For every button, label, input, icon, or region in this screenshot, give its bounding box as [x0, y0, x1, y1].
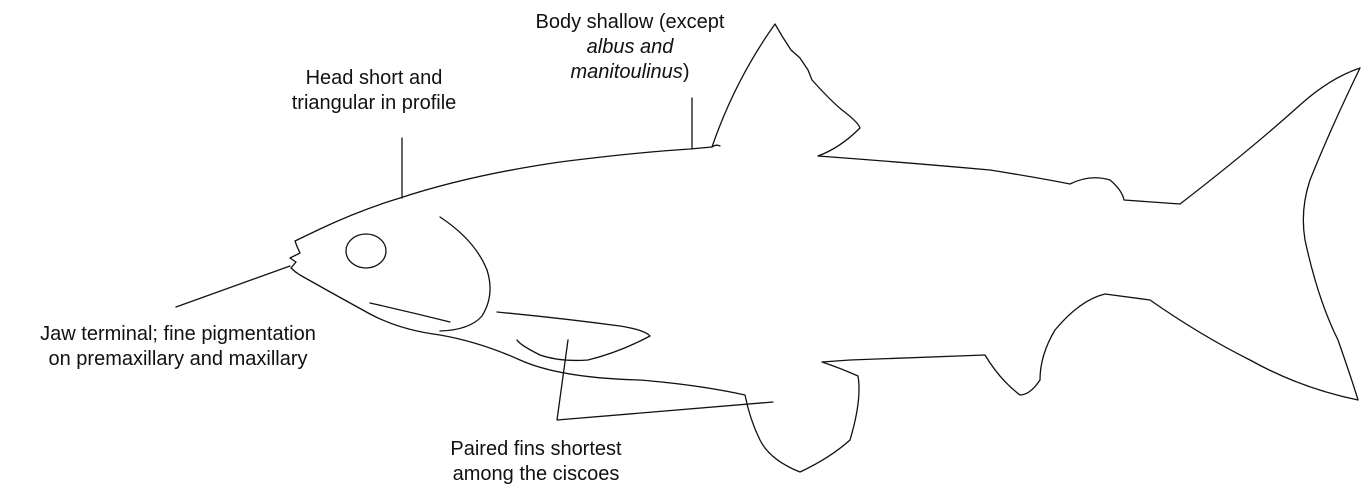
- body-label-species: manitoulinus: [571, 61, 683, 83]
- fins-label-line1: Paired fins shortest: [426, 437, 646, 462]
- jaw-pointer-line: [176, 266, 290, 307]
- fish-eye: [346, 234, 386, 268]
- jaw-label-line1: Jaw terminal; fine pigmentation: [2, 322, 354, 347]
- fins-label-line2: among the ciscoes: [426, 462, 646, 487]
- fins-pointer-line: [557, 340, 773, 420]
- body-label-line1: Body shallow (except: [506, 10, 754, 35]
- head-short-label: Head short and triangular in profile: [262, 66, 486, 116]
- body-label-line2: albus and: [506, 35, 754, 60]
- gill-cover: [440, 217, 490, 331]
- jaw-label-line2: on premaxillary and maxillary: [2, 347, 354, 372]
- head-label-line1: Head short and: [262, 66, 486, 91]
- paired-fins-label: Paired fins shortest among the ciscoes: [426, 437, 646, 487]
- head-label-line2: triangular in profile: [262, 91, 486, 116]
- jaw-terminal-label: Jaw terminal; fine pigmentation on prema…: [2, 322, 354, 372]
- body-shallow-label: Body shallow (except albus and manitouli…: [506, 10, 754, 85]
- pectoral-fin: [497, 312, 650, 360]
- body-label-paren: ): [683, 61, 690, 83]
- body-label-line3: manitoulinus): [506, 60, 754, 85]
